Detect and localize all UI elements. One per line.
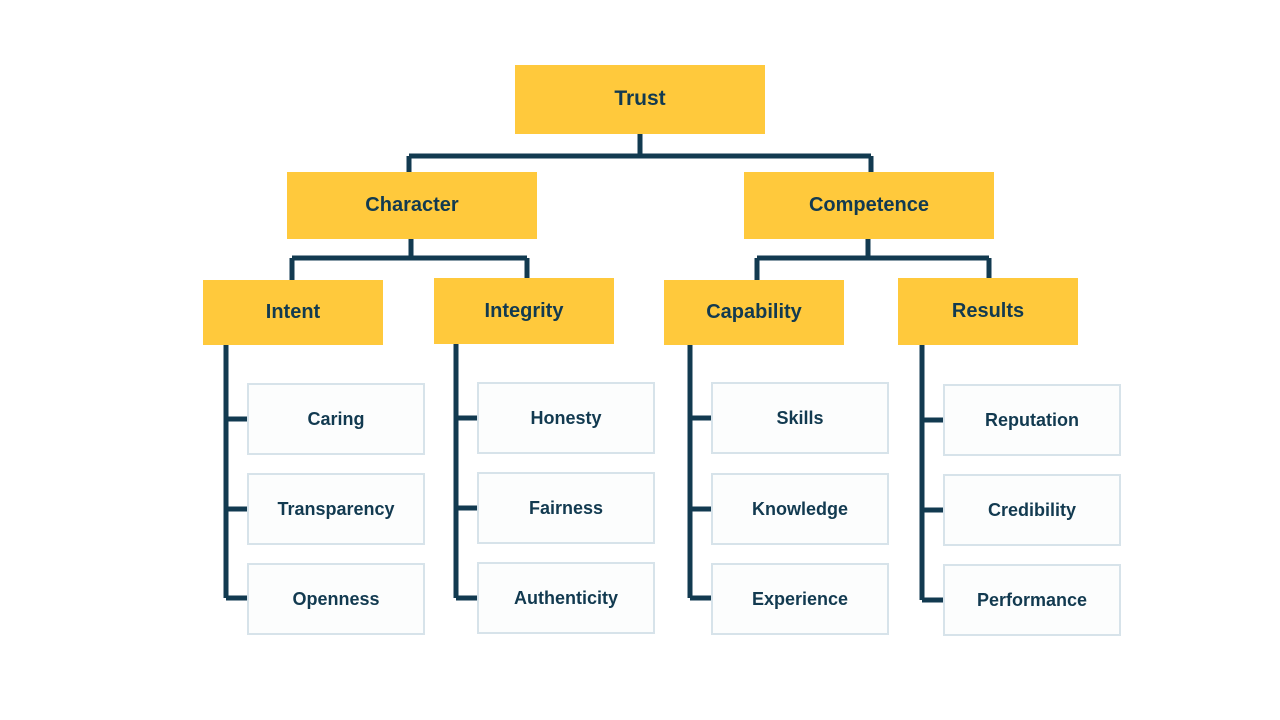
node-character-label: Character — [365, 194, 459, 216]
node-results-label: Results — [951, 300, 1025, 322]
node-results[interactable]: Results — [898, 278, 1078, 345]
node-openness[interactable]: Openness — [247, 563, 425, 635]
node-experience[interactable]: Experience — [711, 563, 889, 635]
node-performance[interactable]: Performance — [943, 564, 1121, 636]
node-capability-label: Capability — [706, 301, 802, 323]
node-competence-label: Competence — [808, 194, 930, 216]
node-honesty[interactable]: Honesty — [477, 382, 655, 454]
node-caring[interactable]: Caring — [247, 383, 425, 455]
node-caring-label: Caring — [307, 408, 365, 429]
node-character[interactable]: Character — [287, 172, 537, 239]
node-reputation-label: Reputation — [985, 409, 1079, 430]
node-transparency-label: Transparency — [277, 498, 395, 519]
node-honesty-label: Honesty — [530, 407, 602, 428]
node-intent[interactable]: Intent — [203, 280, 383, 345]
node-performance-label: Performance — [976, 589, 1088, 610]
node-credibility-label: Credibility — [987, 499, 1076, 520]
node-experience-label: Experience — [751, 588, 849, 609]
node-authenticity-label: Authenticity — [513, 587, 618, 608]
node-skills-label: Skills — [776, 407, 824, 428]
node-knowledge[interactable]: Knowledge — [711, 473, 889, 545]
node-fairness-label: Fairness — [528, 497, 604, 518]
node-integrity[interactable]: Integrity — [434, 278, 614, 344]
node-knowledge-label: Knowledge — [751, 498, 848, 519]
node-trust-label: Trust — [614, 87, 666, 111]
node-credibility[interactable]: Credibility — [943, 474, 1121, 546]
node-fairness[interactable]: Fairness — [477, 472, 655, 544]
node-intent-label: Intent — [265, 301, 321, 323]
node-authenticity[interactable]: Authenticity — [477, 562, 655, 634]
node-transparency[interactable]: Transparency — [247, 473, 425, 545]
node-competence[interactable]: Competence — [744, 172, 994, 239]
node-skills[interactable]: Skills — [711, 382, 889, 454]
node-openness-label: Openness — [292, 588, 380, 609]
node-trust[interactable]: Trust — [515, 65, 765, 134]
node-capability[interactable]: Capability — [664, 280, 844, 345]
node-integrity-label: Integrity — [484, 299, 564, 322]
node-reputation[interactable]: Reputation — [943, 384, 1121, 456]
